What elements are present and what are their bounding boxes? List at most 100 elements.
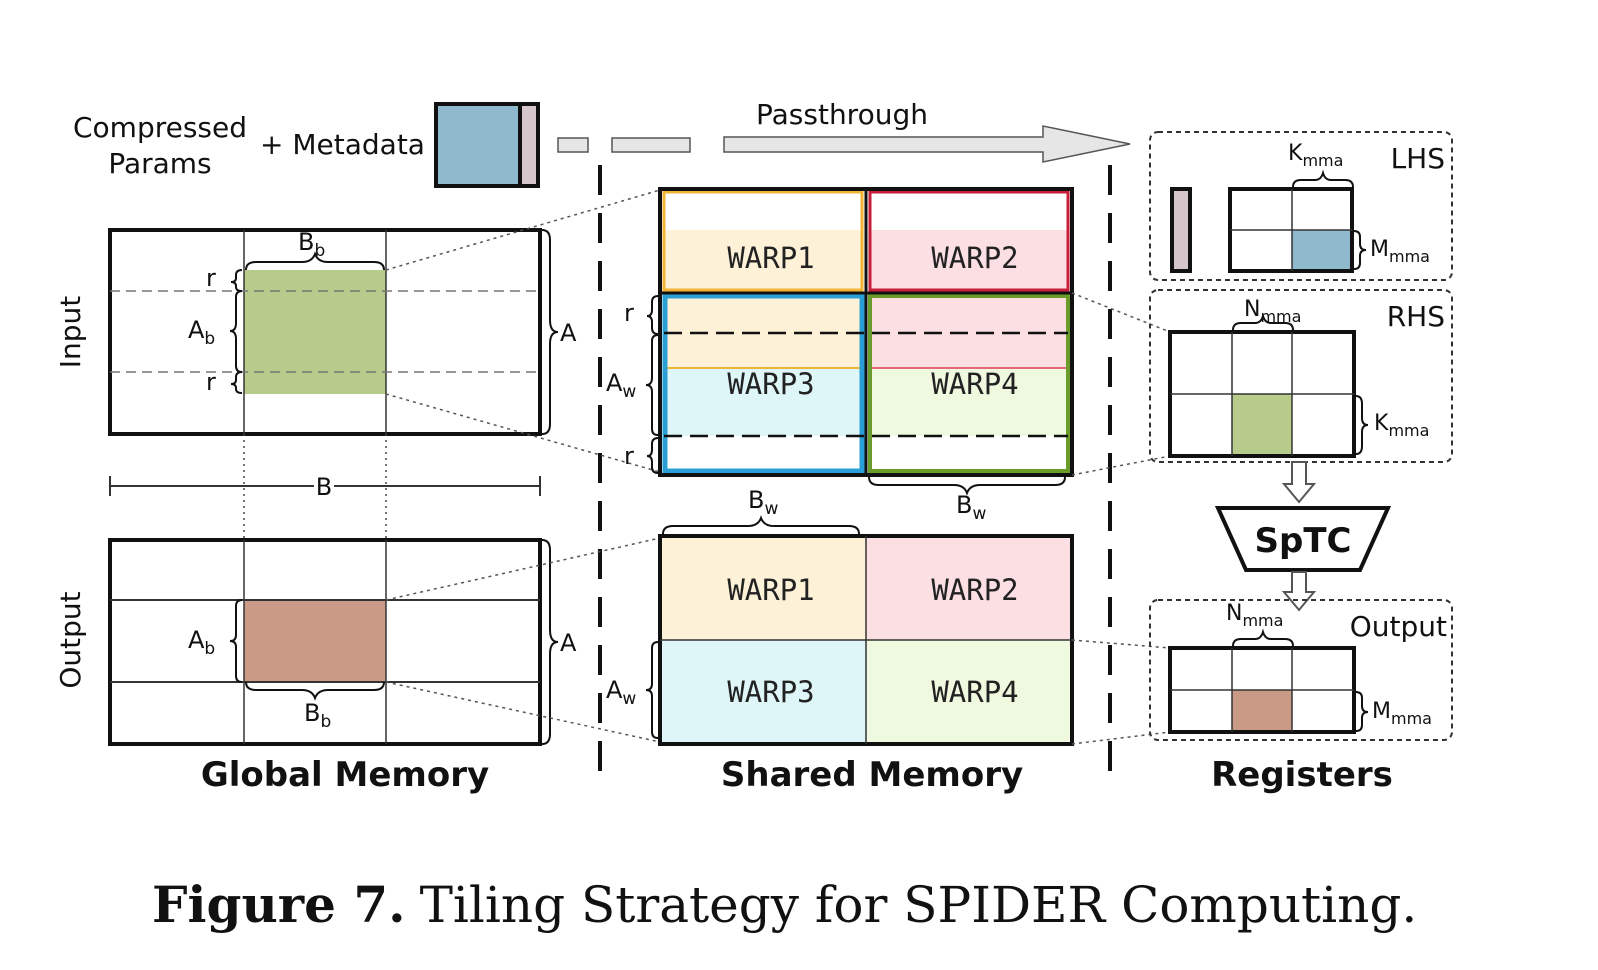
shared-in-warp1-white [663, 192, 863, 230]
passthrough-dash [557, 137, 589, 153]
shared-in-warp3-border [662, 293, 865, 474]
plus-metadata-label: + Metadata [260, 128, 425, 161]
lhs-tile [1292, 230, 1350, 269]
rhs-n-brace [1232, 312, 1294, 331]
metadata-block [518, 102, 540, 188]
input-ab-label: Ab [188, 316, 215, 349]
arrow-to-sptc [1281, 461, 1317, 504]
shared-r-brace-bottom [646, 437, 659, 474]
figure-caption: Figure 7.Tiling Strategy for SPIDER Comp… [152, 875, 1417, 934]
shared-in-warp3-fill [663, 368, 863, 436]
figure-caption-text: Tiling Strategy for SPIDER Computing. [420, 876, 1418, 934]
reg-output-n-brace [1232, 628, 1294, 647]
shared-out-warp4 [866, 640, 1070, 742]
shared-out-warp2 [866, 538, 1070, 640]
compressed-label-line2: Params [108, 147, 211, 180]
zoom-line [385, 537, 661, 601]
lhs-box [1149, 131, 1453, 281]
shared-out-warp1-label: WARP1 [727, 573, 814, 607]
input-a-brace [541, 229, 559, 435]
lhs-k-label: Kmma [1288, 141, 1343, 170]
shared-out-warp1 [662, 538, 866, 640]
sptc-block [1214, 506, 1392, 572]
input-r-brace-bottom [230, 371, 243, 394]
shared-in-warp3-label: WARP3 [727, 367, 814, 401]
shared-out-warp2-label: WARP2 [931, 573, 1018, 607]
b-dimension-label-bg [314, 472, 334, 500]
lhs-metadata-bar [1170, 187, 1192, 273]
shared-bw-brace-output [662, 515, 860, 535]
output-tile [244, 600, 386, 682]
global-memory-title: Global Memory [201, 755, 489, 795]
input-a-label: A [560, 319, 577, 347]
input-bb-label: Bb [298, 228, 325, 261]
output-bb-brace [245, 681, 385, 701]
output-bb-label: Bb [304, 699, 331, 732]
output-ab-label: Ab [188, 626, 215, 659]
input-ab-brace [229, 290, 243, 373]
zoom-line [1071, 731, 1171, 745]
shared-in-warp4-label: WARP4 [931, 367, 1018, 401]
shared-in-warp1-border [662, 190, 864, 292]
shared-in-warp4-white [869, 436, 1069, 472]
shared-r-label-top: r [624, 299, 634, 327]
input-r-label-bottom: r [206, 368, 216, 396]
shared-in-warp3-white [663, 436, 863, 472]
b-dimension-label: B [316, 473, 332, 501]
lhs-m-brace [1353, 230, 1367, 270]
reg-output-n-label: Nmma [1226, 601, 1283, 630]
reg-output-tile [1232, 690, 1292, 730]
input-tile [244, 270, 386, 394]
lhs-m-label: Mmma [1370, 237, 1430, 266]
input-r-brace-top [230, 269, 243, 292]
shared-bw-label-input: Bw [956, 491, 986, 524]
reg-output-m-brace [1355, 691, 1369, 732]
shared-in-warp1-fill [663, 230, 863, 290]
zoom-line [385, 681, 661, 743]
shared-in-warp2-fill [869, 230, 1069, 290]
shared-out-warp4-label: WARP4 [931, 675, 1018, 709]
rhs-tile [1232, 394, 1292, 454]
zoom-line [385, 189, 661, 271]
shared-in-warp1-label: WARP1 [727, 241, 814, 275]
output-a-label: A [560, 629, 577, 657]
zoom-line [1071, 455, 1171, 476]
shared-bw-brace-input [868, 476, 1066, 496]
rhs-n-label: Nmma [1244, 297, 1301, 326]
compressed-params-block [434, 102, 522, 188]
lhs-k-brace [1292, 169, 1354, 188]
zoom-line [1071, 292, 1171, 333]
passthrough-dash [611, 137, 691, 153]
input-matrix [108, 228, 542, 436]
input-r-label-top: r [206, 264, 216, 292]
shared-in-warp2-label: WARP2 [931, 241, 1018, 275]
shared-r-brace-top [646, 295, 659, 335]
arrow-to-output [1281, 571, 1317, 612]
rhs-label: RHS [1387, 300, 1445, 333]
shared-out-warp3-label: WARP3 [727, 675, 814, 709]
reg-output-box [1149, 599, 1453, 741]
passthrough-arrow [723, 125, 1131, 163]
shared-in-warp4-fill [869, 368, 1069, 436]
shared-aw-label: Aw [606, 369, 636, 402]
output-ab-brace [229, 599, 243, 683]
lhs-label: LHS [1391, 142, 1445, 175]
rhs-k-brace [1355, 395, 1369, 455]
reg-output-m-label: Mmma [1372, 699, 1432, 728]
shared-out-aw-label: Aw [606, 676, 636, 709]
input-row-label: Input [54, 296, 87, 369]
passthrough-label: Passthrough [756, 98, 928, 131]
sptc-label: SpTC [1255, 521, 1352, 561]
rhs-k-label: Kmma [1374, 411, 1429, 440]
shared-memory-title: Shared Memory [721, 755, 1023, 795]
shared-bw-label-output: Bw [748, 486, 778, 519]
input-bb-brace [245, 251, 385, 271]
registers-title: Registers [1211, 755, 1393, 795]
compressed-label-line1: Compressed [73, 111, 247, 144]
shared-r-label-bottom: r [624, 442, 634, 470]
shared-in-warp4-border [868, 294, 1070, 473]
shared-out-warp3 [662, 640, 866, 742]
zoom-line [385, 393, 661, 473]
shared-in-warp2-white [869, 192, 1069, 230]
